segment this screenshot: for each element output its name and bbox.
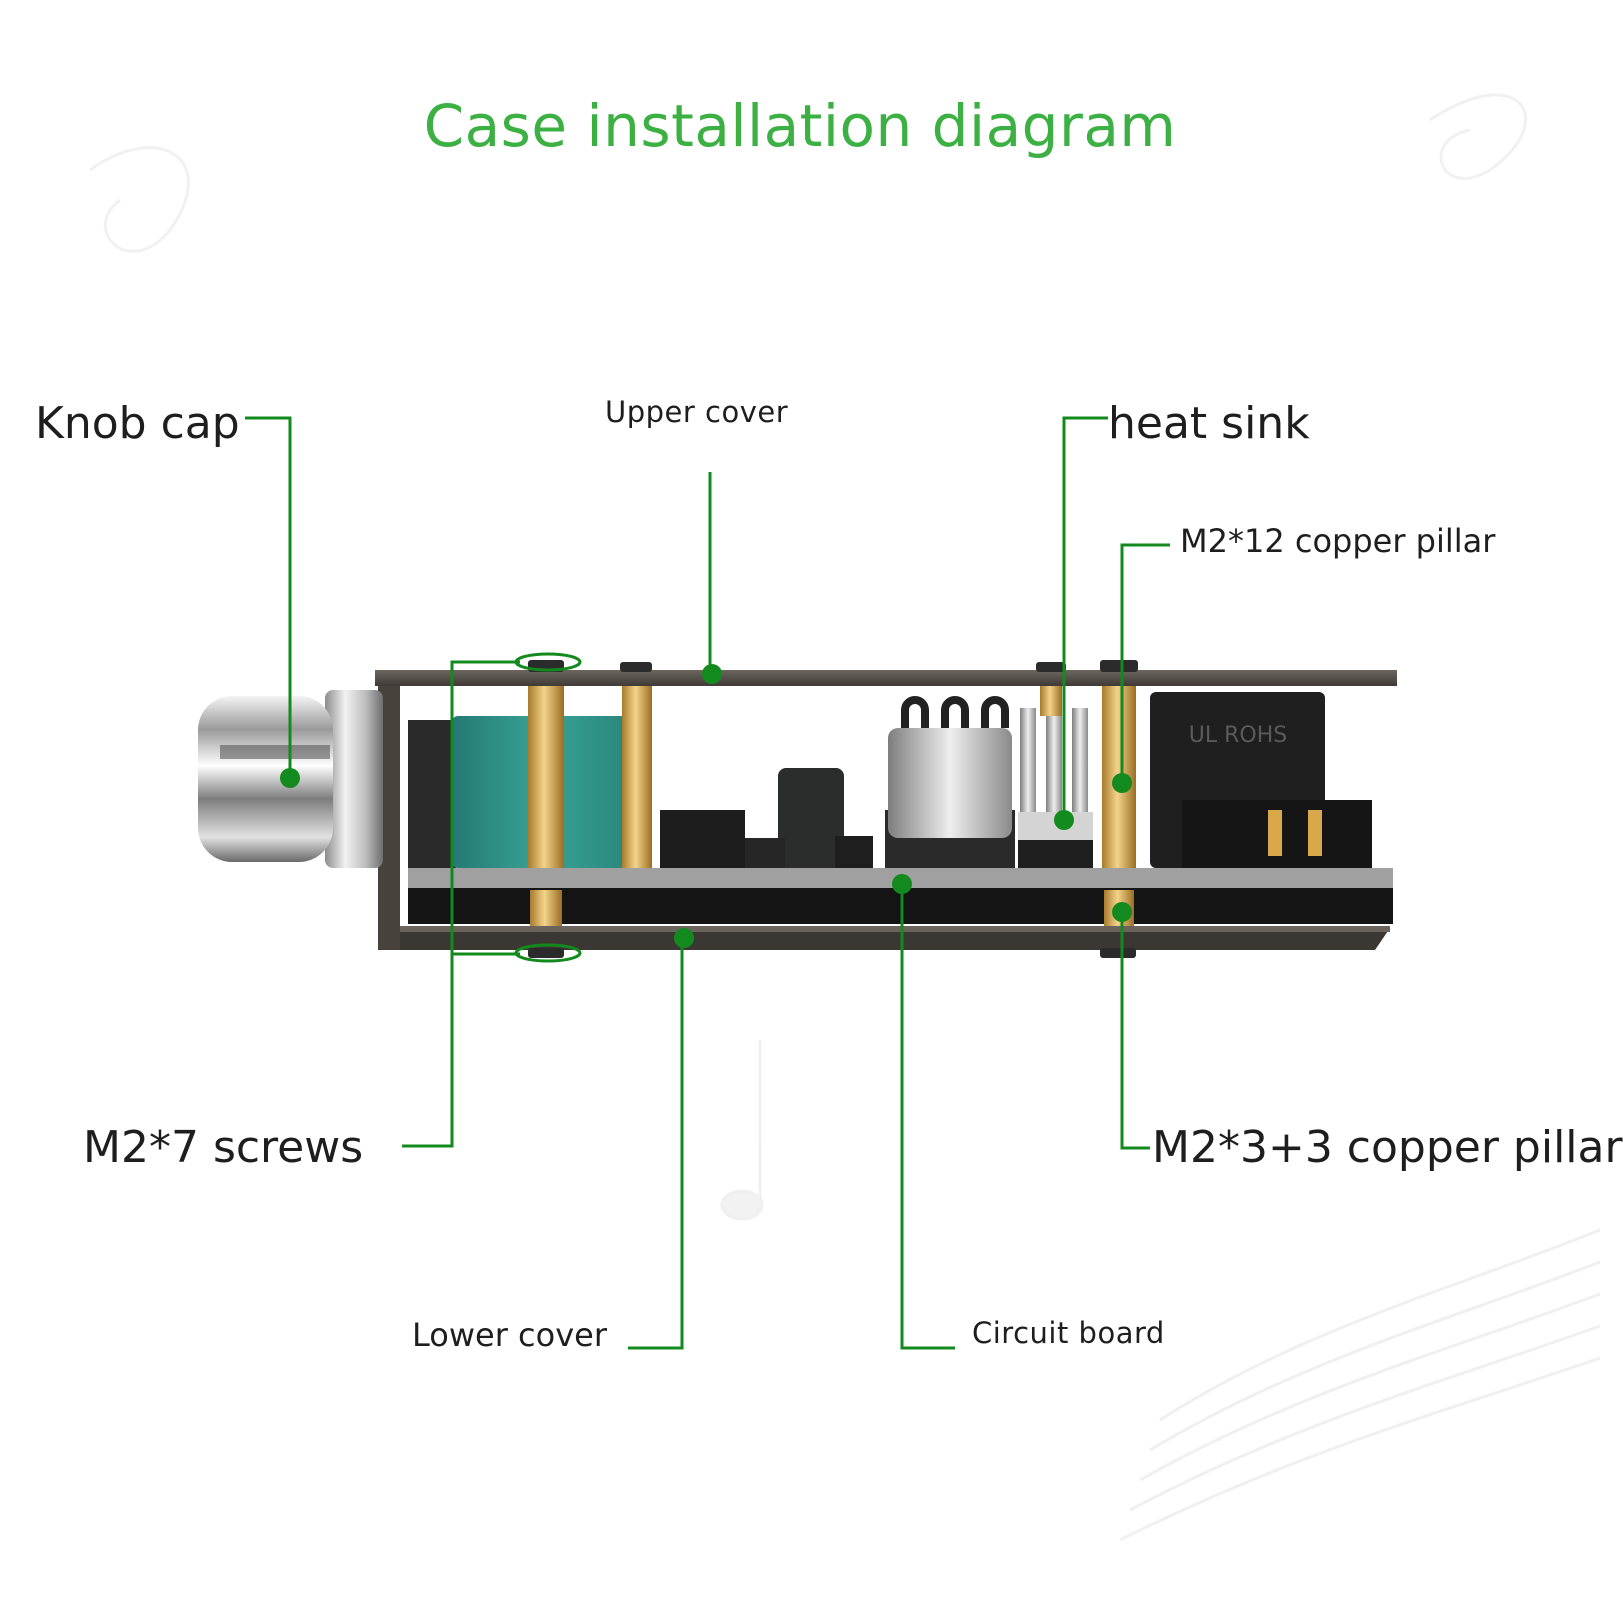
capacitor-leads bbox=[901, 696, 1009, 728]
leader-lower-cover bbox=[628, 938, 684, 1350]
short-copper-pillar bbox=[530, 890, 562, 926]
front-panel bbox=[378, 682, 400, 950]
smd-part-2 bbox=[835, 836, 873, 868]
dot-heat-sink bbox=[1054, 810, 1074, 830]
label-lower-cover: Lower cover bbox=[412, 1316, 607, 1354]
diagram-title: Case installation diagram bbox=[423, 92, 1177, 160]
label-m2x7-screws: M2*7 screws bbox=[83, 1122, 364, 1173]
leader-m2x7-screws bbox=[402, 660, 520, 1148]
dot-m2x12-pillar bbox=[1112, 773, 1132, 793]
knob-ring bbox=[220, 745, 330, 759]
leader-m2x12-pillar bbox=[1120, 543, 1170, 783]
leader-m2x3-pillar bbox=[1120, 912, 1150, 1150]
lower-cover-plate bbox=[380, 928, 1390, 950]
dot-circuit-board bbox=[892, 874, 912, 894]
copper-pillar bbox=[622, 686, 652, 868]
copper-pillar bbox=[1040, 686, 1062, 716]
knob-skirt bbox=[325, 690, 383, 868]
leader-dots bbox=[280, 664, 1132, 948]
heat-sink bbox=[1018, 708, 1093, 868]
screw-highlight-bottom bbox=[514, 943, 582, 963]
dot-lower-cover bbox=[674, 928, 694, 948]
music-decoration bbox=[89, 93, 1601, 1542]
screw-head bbox=[528, 948, 564, 958]
screw-highlight-top bbox=[514, 652, 582, 672]
label-circuit-board: Circuit board bbox=[972, 1316, 1165, 1350]
large-capacitor bbox=[888, 728, 1012, 838]
label-knob-cap: Knob cap bbox=[35, 398, 240, 449]
lower-cover-edge bbox=[380, 926, 1390, 932]
label-m2x3-pillar: M2*3+3 copper pillar bbox=[1152, 1122, 1623, 1173]
dot-m2x3-pillar bbox=[1112, 902, 1132, 922]
copper-pillar bbox=[528, 686, 564, 868]
screw-head bbox=[620, 662, 652, 672]
screw-head bbox=[1100, 948, 1136, 958]
dot-upper-cover bbox=[702, 664, 722, 684]
knob-body bbox=[198, 696, 333, 862]
screw-head bbox=[1100, 660, 1138, 672]
upper-cover-plate bbox=[375, 670, 1397, 686]
leader-knob-cap bbox=[245, 416, 292, 778]
label-m2x12-pillar: M2*12 copper pillar bbox=[1180, 522, 1496, 560]
small-capacitor bbox=[778, 768, 844, 868]
label-heat-sink: heat sink bbox=[1108, 398, 1310, 449]
screw-head bbox=[1036, 662, 1066, 672]
smd-part bbox=[745, 838, 785, 868]
ic-chip bbox=[660, 810, 745, 868]
leader-circuit-board bbox=[900, 884, 955, 1350]
jack-contacts bbox=[1268, 810, 1322, 856]
leader-lines bbox=[245, 416, 1170, 1350]
potentiometer-bracket bbox=[408, 720, 456, 868]
dot-knob-cap bbox=[280, 768, 300, 788]
label-upper-cover: Upper cover bbox=[605, 395, 789, 429]
relay-marking: UL ROHS bbox=[1189, 723, 1287, 748]
leader-heat-sink bbox=[1062, 416, 1108, 820]
